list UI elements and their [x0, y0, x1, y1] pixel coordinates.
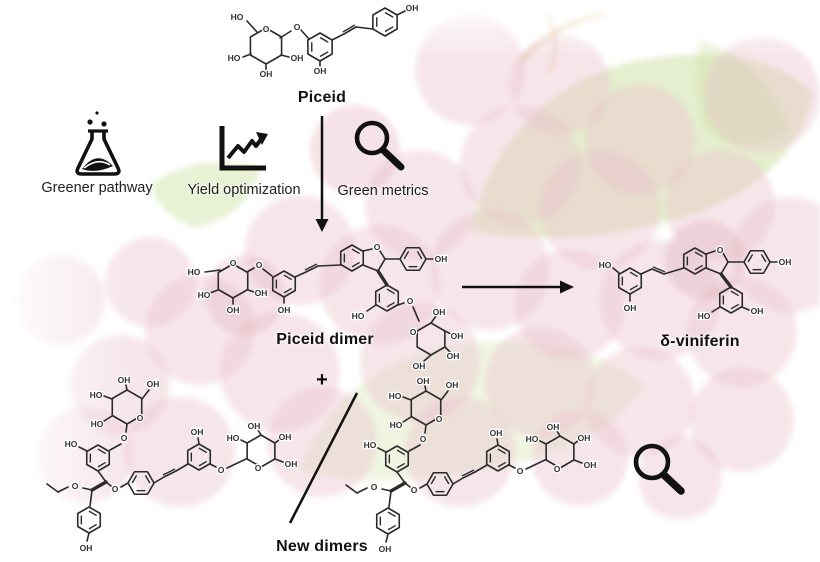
- magnifier-icon-bottom: [633, 443, 685, 495]
- atom-label: OH: [779, 257, 792, 267]
- atom-label: OH: [417, 376, 430, 386]
- piceid-dimer-label: Piceid dimer: [276, 331, 374, 348]
- atom-label: OH: [751, 306, 764, 316]
- atom-label: O: [294, 22, 301, 32]
- atom-label: O: [255, 463, 262, 473]
- atom-label: O: [72, 481, 79, 491]
- arrow-dimer-to-viniferin: [462, 280, 574, 294]
- atom-label: HO: [90, 390, 103, 400]
- atom-label: OH: [490, 428, 503, 438]
- atom-label: OH: [255, 288, 268, 298]
- atom-label: OH: [80, 543, 93, 553]
- atom-label: OH: [118, 375, 131, 385]
- atom-label: HO: [231, 12, 244, 22]
- atom-label: OH: [624, 303, 637, 313]
- atom-label: HO: [65, 439, 78, 449]
- atom-label: HO: [364, 440, 377, 450]
- atom-label: O: [230, 258, 237, 268]
- delta-viniferin-label: δ-viniferin: [660, 333, 740, 350]
- atom-label: O: [554, 464, 561, 474]
- atom-label: OH: [260, 69, 273, 79]
- atom-label: OH: [314, 66, 327, 76]
- atom-label: OH: [406, 3, 419, 13]
- atom-label: O: [263, 24, 270, 34]
- plus-sign: +: [316, 369, 328, 391]
- slash-divider-new-dimers: [288, 392, 359, 524]
- atom-label: O: [112, 484, 119, 494]
- atom-label: O: [410, 327, 417, 337]
- atom-label: HO: [227, 433, 240, 443]
- atom-label: O: [407, 296, 414, 306]
- atom-label: OH: [547, 422, 560, 432]
- atom-label: HO: [599, 260, 612, 270]
- atom-label: OH: [227, 305, 240, 315]
- magnifier-icon: [354, 120, 405, 171]
- green-metrics-label: Green metrics: [337, 183, 429, 199]
- atom-label: O: [218, 465, 225, 475]
- atom-label: HO: [198, 290, 211, 300]
- atom-label: OH: [147, 379, 160, 389]
- atom-label: OH: [413, 361, 426, 371]
- atom-label: OH: [285, 459, 298, 469]
- atom-label: OH: [248, 421, 261, 431]
- atom-label: O: [256, 260, 263, 270]
- molecule-piceid: HO HO OH OH O O OH OH: [226, 2, 419, 81]
- atom-label: HO: [526, 434, 539, 444]
- flask-leaf-icon: [75, 111, 121, 176]
- molecule-piceid-dimer: HO HO OH OH O O OH O OH HO O O OH OH OH OH: [186, 241, 464, 373]
- greener-pathway-label: Greener pathway: [41, 180, 153, 196]
- atom-label: HO: [188, 267, 201, 277]
- atom-label: O: [436, 414, 443, 424]
- atom-label: OH: [278, 305, 291, 315]
- atom-label: OH: [291, 53, 304, 63]
- atom-label: OH: [446, 380, 459, 390]
- atom-label: O: [137, 413, 144, 423]
- piceid-label: Piceid: [297, 89, 347, 106]
- molecule-delta-viniferin: HO OH O OH OH HO: [597, 244, 792, 323]
- yield-optimization-label: Yield optimization: [187, 182, 301, 198]
- atom-label: OH: [379, 544, 392, 554]
- atom-label: OH: [435, 254, 448, 264]
- atom-label: OH: [578, 433, 591, 443]
- atom-label: O: [517, 466, 524, 476]
- atom-label: O: [420, 434, 427, 444]
- atom-label: HO: [698, 311, 711, 321]
- atom-label: HO: [390, 420, 403, 430]
- growth-chart-icon: [219, 126, 268, 171]
- arrow-piceid-to-dimer: [315, 116, 329, 232]
- atom-label: HO: [91, 419, 104, 429]
- new-dimers-label: New dimers: [276, 538, 368, 555]
- atom-label: OH: [279, 432, 292, 442]
- atom-label: OH: [433, 307, 446, 317]
- atom-label: OH: [191, 427, 204, 437]
- atom-label: OH: [451, 331, 464, 341]
- atom-label: OH: [584, 460, 597, 470]
- atom-label: HO: [228, 53, 241, 63]
- atom-label: O: [374, 242, 381, 252]
- atom-label: HO: [389, 391, 402, 401]
- atom-label: O: [121, 433, 128, 443]
- atom-label: O: [717, 245, 724, 255]
- atom-label: OH: [447, 351, 460, 361]
- atom-label: HO: [352, 311, 365, 321]
- atom-label: O: [371, 482, 378, 492]
- atom-label: O: [411, 485, 418, 495]
